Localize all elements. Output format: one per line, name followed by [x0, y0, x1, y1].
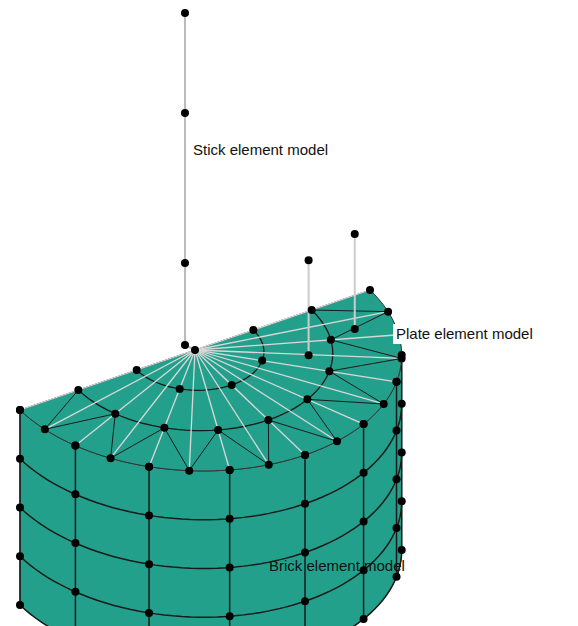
node-dots	[16, 9, 406, 626]
model-label: Stick element model	[190, 140, 331, 160]
model-label: Plate element model	[393, 324, 536, 344]
plate-stick	[309, 234, 355, 355]
plate-element-model	[20, 290, 402, 471]
model-label: Brick element model	[266, 556, 408, 576]
stick-element-model	[185, 13, 195, 350]
